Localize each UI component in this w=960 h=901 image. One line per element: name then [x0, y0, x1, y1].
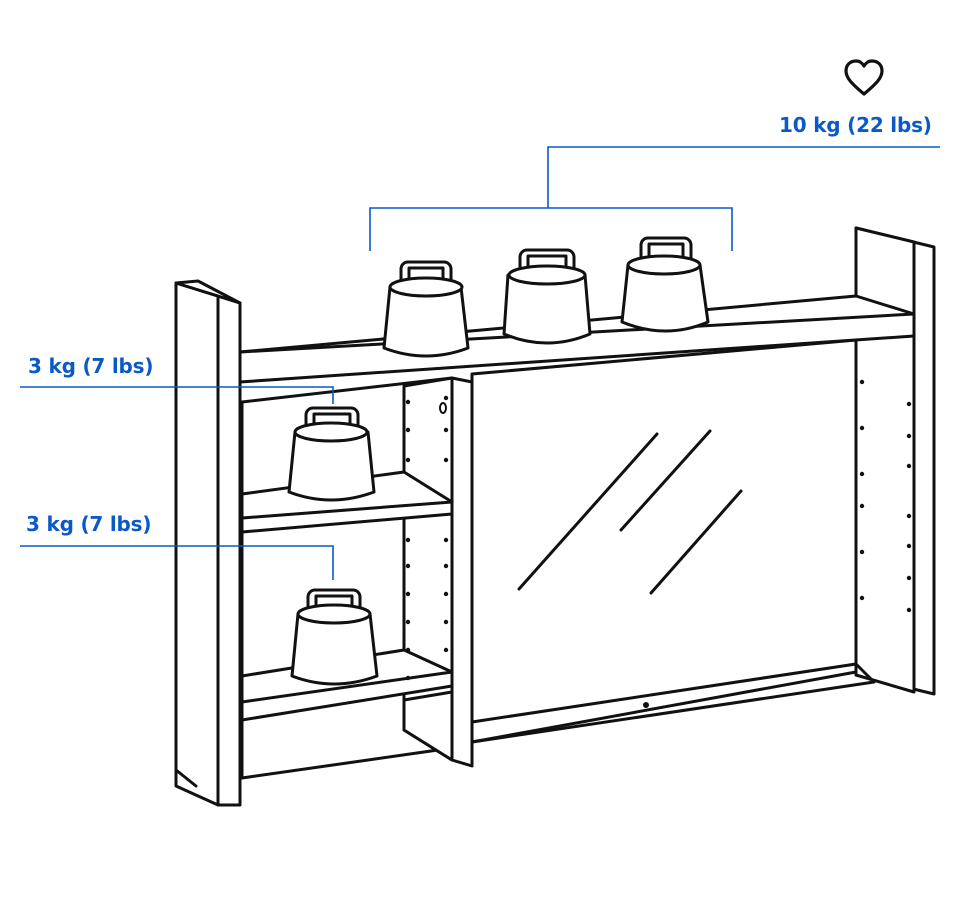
shelf-pin-holes	[405, 379, 912, 708]
heart-outline-icon	[844, 59, 884, 96]
right-side-panel	[854, 226, 936, 696]
weight-middle	[287, 406, 376, 502]
middle-shelf-load-label: 3 kg (7 lbs)	[28, 354, 154, 378]
bottom-shelf-load-label: 3 kg (7 lbs)	[26, 512, 152, 536]
weight-top-2	[502, 248, 592, 345]
top-shelf-load-label: 10 kg (22 lbs)	[779, 113, 932, 137]
glass-reflection	[517, 429, 743, 595]
weight-top-1	[382, 260, 470, 358]
middle-divider	[402, 376, 474, 768]
favorite-button[interactable]	[840, 56, 888, 100]
callout-lines	[20, 146, 940, 580]
weight-bottom	[290, 588, 379, 686]
weight-top-3	[620, 236, 710, 333]
glass-door-panel	[470, 338, 876, 744]
left-side-panel	[174, 279, 242, 807]
bottom-shelf-board	[240, 648, 454, 722]
